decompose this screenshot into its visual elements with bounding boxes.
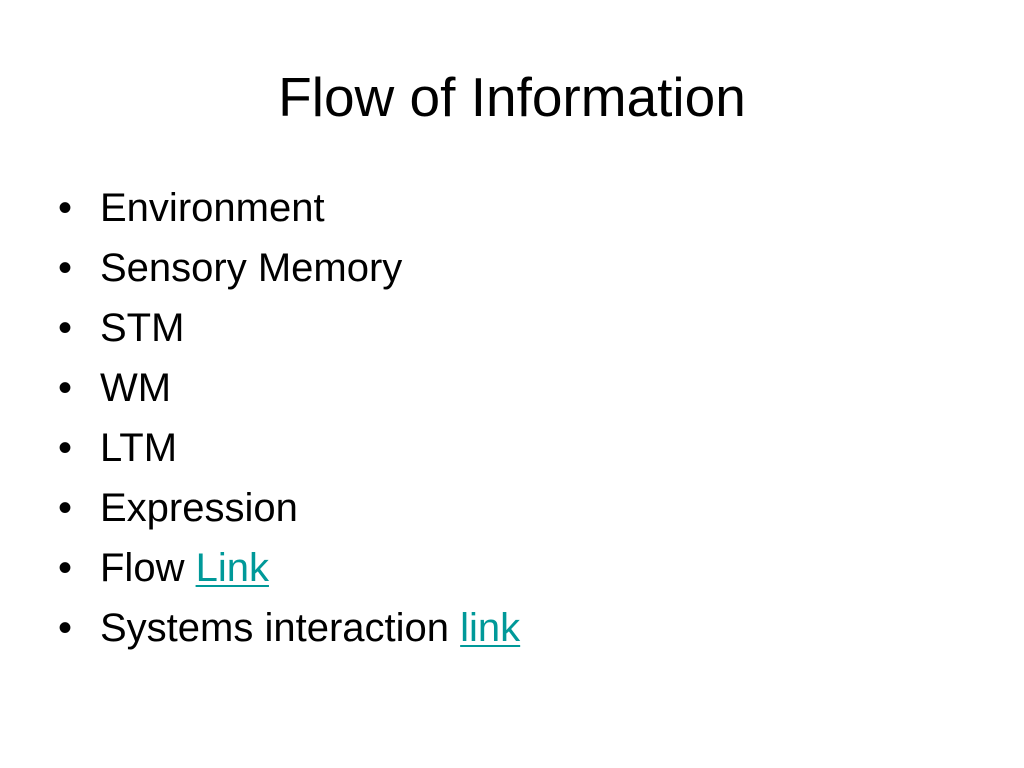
bullet-text: WM (100, 366, 172, 410)
bullet-icon: • (58, 366, 73, 410)
bullet-icon: • (58, 426, 73, 470)
list-item-stm: • STM (58, 298, 520, 358)
bullet-text: Flow (100, 546, 196, 590)
bullet-icon: • (58, 606, 73, 650)
list-item-expression: • Expression (58, 478, 520, 538)
systems-interaction-link[interactable]: link (460, 606, 521, 650)
list-item-flow: • Flow Link (58, 538, 520, 598)
slide-title: Flow of Information (278, 66, 746, 128)
list-item-ltm: • LTM (58, 418, 520, 478)
bullet-text: STM (100, 306, 185, 350)
bullet-text: Sensory Memory (100, 246, 403, 290)
bullet-icon: • (58, 246, 73, 290)
bullet-icon: • (58, 186, 73, 230)
list-item-sensory-memory: • Sensory Memory (58, 238, 520, 298)
bullet-text: Expression (100, 486, 298, 530)
bullet-text: Environment (100, 186, 325, 230)
list-item-wm: • WM (58, 358, 520, 418)
bullet-icon: • (58, 486, 73, 530)
bullet-icon: • (58, 306, 73, 350)
list-item-systems-interaction: • Systems interaction link (58, 598, 520, 658)
bullet-list: • Environment • Sensory Memory • STM • WM • L… (58, 178, 520, 658)
list-item-environment: • Environment (58, 178, 520, 238)
flow-link[interactable]: Link (195, 546, 269, 590)
bullet-text: Systems interaction (100, 606, 461, 650)
bullet-icon: • (58, 546, 73, 590)
bullet-text: LTM (100, 426, 178, 470)
